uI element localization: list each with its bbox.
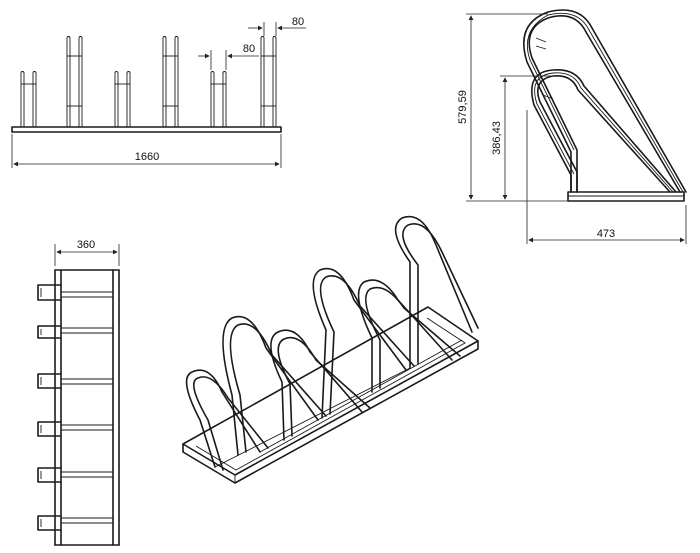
dim-front-width: 1660: [135, 151, 159, 163]
iso-loop-1: [185, 369, 269, 471]
dim-side-height-lower: 386,43: [491, 121, 503, 155]
front-post-5: [210, 71, 227, 127]
isometric-view: [182, 215, 479, 484]
front-post-6: [260, 36, 277, 127]
front-post-2: [66, 36, 83, 127]
dim-slot-gap: 80: [243, 43, 255, 55]
front-post-4: [162, 36, 179, 127]
iso-loop-6: [394, 215, 479, 369]
front-view: 1660 80 80: [11, 16, 306, 168]
side-view: 579,59 386,43 473: [457, 9, 687, 244]
dim-side-height-total: 579,59: [457, 90, 469, 124]
iso-loop-5: [357, 279, 461, 393]
iso-loop-4: [312, 267, 415, 419]
top-view: 360: [37, 239, 120, 546]
dim-slot-width: 80: [292, 16, 304, 28]
dim-top-width: 360: [77, 239, 95, 251]
iso-loop-3: [270, 329, 371, 441]
front-post-1: [20, 71, 37, 127]
iso-loop-2: [222, 315, 327, 456]
dim-side-depth: 473: [597, 228, 615, 240]
front-post-3: [114, 71, 131, 127]
